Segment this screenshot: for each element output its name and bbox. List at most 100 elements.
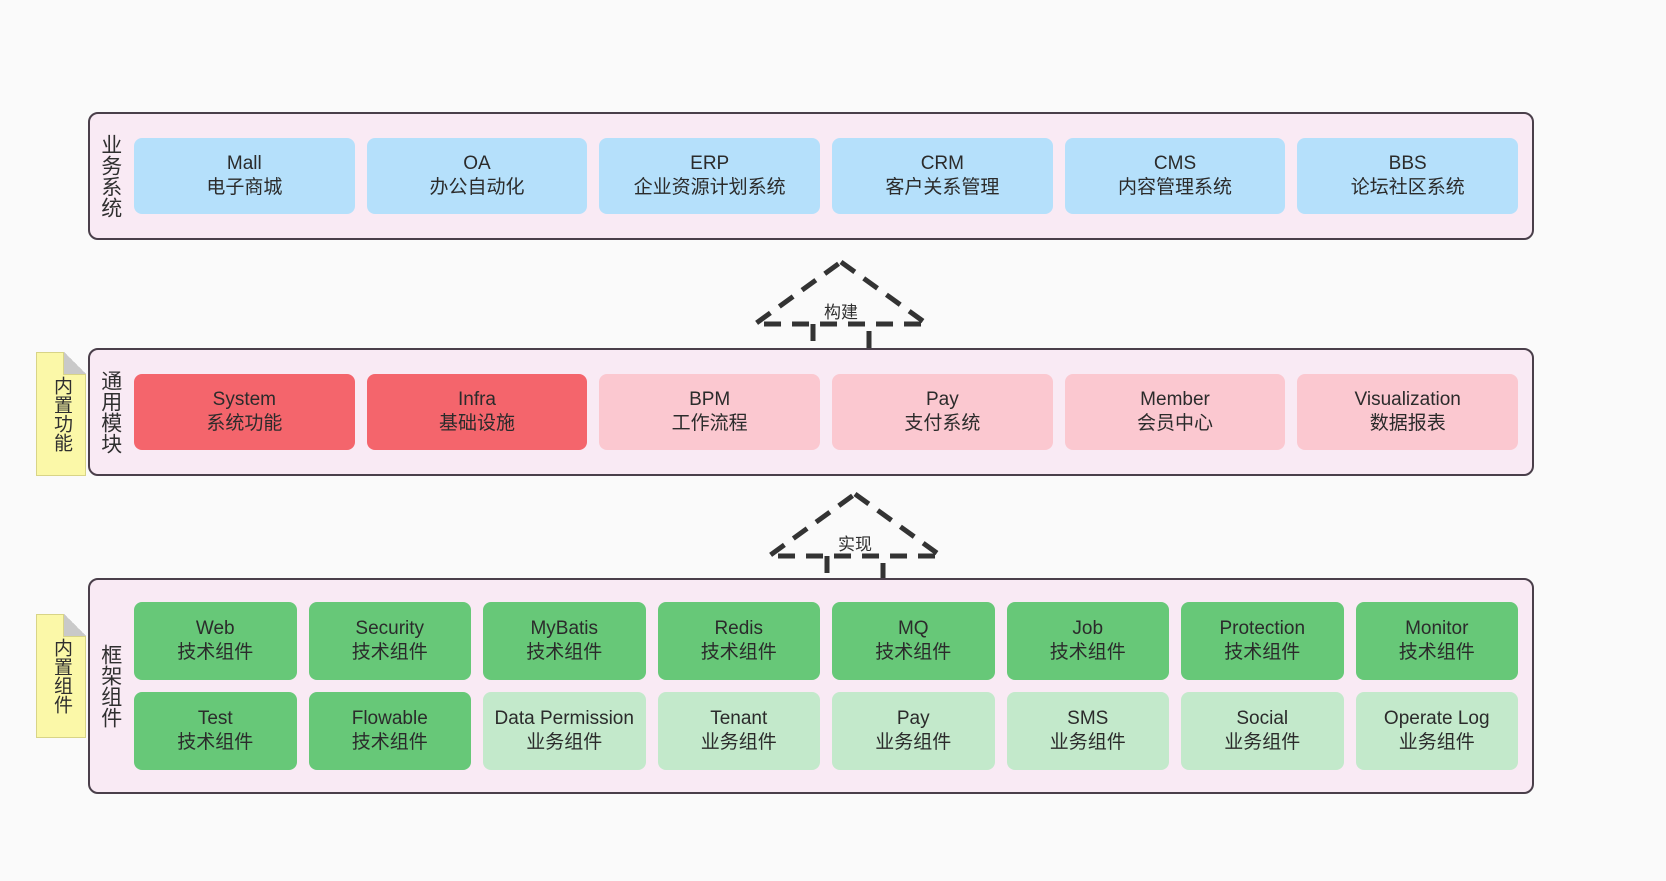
- framework-card-sms[interactable]: SMS 业务组件: [1006, 692, 1169, 770]
- framework-card-row-business: Test 技术组件 Flowable 技术组件 Data Permission …: [134, 692, 1518, 770]
- framework-card-pay[interactable]: Pay 业务组件: [832, 692, 995, 770]
- card-title-cn: 业务组件: [526, 732, 603, 753]
- framework-card-redis[interactable]: Redis 技术组件: [657, 602, 820, 680]
- card-title-cn: 论坛社区系统: [1350, 177, 1465, 198]
- layer-framework-component: 框架组件 Web 技术组件 Security 技术组件 MyBatis 技术组件…: [88, 578, 1534, 794]
- card-title-en: Infra: [457, 388, 497, 410]
- card-title-en: Job: [1072, 617, 1104, 639]
- card-title-cn: 会员中心: [1137, 413, 1214, 434]
- card-title-en: CRM: [920, 152, 964, 174]
- framework-card-row-tech: Web 技术组件 Security 技术组件 MyBatis 技术组件 Redi…: [134, 602, 1518, 680]
- card-title-cn: 数据报表: [1369, 413, 1446, 434]
- framework-card-data-permission[interactable]: Data Permission 业务组件: [483, 692, 646, 770]
- card-title-en: CMS: [1153, 152, 1197, 174]
- card-title-en: SMS: [1067, 707, 1109, 729]
- card-title-en: System: [212, 388, 277, 410]
- card-title-cn: 技术组件: [526, 642, 603, 663]
- card-title-en: Tenant: [710, 707, 768, 729]
- card-title-cn: 电子商城: [206, 177, 283, 198]
- framework-card-web[interactable]: Web 技术组件: [134, 602, 297, 680]
- connector-build-label: 构建: [824, 303, 858, 322]
- common-card-row: System 系统功能 Infra 基础设施 BPM 工作流程 Pay 支付系统…: [134, 374, 1519, 450]
- common-card-member[interactable]: Member 会员中心: [1064, 374, 1286, 450]
- card-title-cn: 内容管理系统: [1118, 177, 1233, 198]
- common-card-pay[interactable]: Pay 支付系统: [832, 374, 1053, 450]
- card-title-en: BBS: [1388, 152, 1427, 174]
- card-title-en: Protection: [1219, 617, 1306, 639]
- layer-title-common: 通用模块: [98, 370, 122, 454]
- card-title-cn: 办公自动化: [429, 177, 525, 198]
- layer-title-business: 业务系统: [98, 134, 122, 218]
- card-title-cn: 技术组件: [177, 642, 254, 663]
- card-title-cn: 技术组件: [1224, 642, 1301, 663]
- card-title-cn: 技术组件: [351, 642, 428, 663]
- framework-card-mq[interactable]: MQ 技术组件: [832, 602, 995, 680]
- card-title-en: Test: [197, 707, 233, 729]
- business-card-row: Mall 电子商城 OA 办公自动化 ERP 企业资源计划系统 CRM 客户关系…: [134, 138, 1519, 214]
- card-title-en: MQ: [897, 617, 929, 639]
- card-title-en: Redis: [714, 617, 764, 639]
- layer-body-common: System 系统功能 Infra 基础设施 BPM 工作流程 Pay 支付系统…: [130, 350, 1532, 474]
- card-title-cn: 支付系统: [904, 413, 981, 434]
- business-card-erp[interactable]: ERP 企业资源计划系统: [599, 138, 821, 214]
- business-card-bbs[interactable]: BBS 论坛社区系统: [1297, 138, 1519, 214]
- card-title-cn: 业务组件: [1398, 732, 1475, 753]
- layer-business-system: 业务系统 Mall 电子商城 OA 办公自动化 ERP 企业资源计划系统 CRM…: [88, 112, 1534, 240]
- card-title-en: Web: [195, 617, 235, 639]
- business-card-crm[interactable]: CRM 客户关系管理: [832, 138, 1053, 214]
- card-title-en: ERP: [690, 152, 730, 174]
- card-title-cn: 业务组件: [1224, 732, 1301, 753]
- card-title-en: BPM: [689, 388, 731, 410]
- framework-card-flowable[interactable]: Flowable 技术组件: [308, 692, 471, 770]
- card-title-cn: 技术组件: [1398, 642, 1475, 663]
- common-card-system[interactable]: System 系统功能: [134, 374, 355, 450]
- business-card-mall[interactable]: Mall 电子商城: [134, 138, 355, 214]
- common-card-visualization[interactable]: Visualization 数据报表: [1297, 374, 1519, 450]
- card-title-en: Visualization: [1354, 388, 1461, 410]
- card-title-cn: 基础设施: [439, 413, 516, 434]
- framework-card-security[interactable]: Security 技术组件: [308, 602, 471, 680]
- framework-card-mybatis[interactable]: MyBatis 技术组件: [483, 602, 646, 680]
- framework-card-operate-log[interactable]: Operate Log 业务组件: [1355, 692, 1518, 770]
- sticky-note-builtin-function: 内置功能: [36, 352, 86, 476]
- card-title-cn: 技术组件: [351, 732, 428, 753]
- card-title-en: Security: [355, 617, 425, 639]
- card-title-cn: 客户关系管理: [885, 177, 1000, 198]
- framework-card-test[interactable]: Test 技术组件: [134, 692, 297, 770]
- framework-card-protection[interactable]: Protection 技术组件: [1181, 602, 1344, 680]
- card-title-cn: 技术组件: [177, 732, 254, 753]
- framework-card-job[interactable]: Job 技术组件: [1006, 602, 1169, 680]
- card-title-cn: 技术组件: [875, 642, 952, 663]
- layer-common-module: 通用模块 System 系统功能 Infra 基础设施 BPM 工作流程 Pay…: [88, 348, 1534, 476]
- card-title-en: Operate Log: [1383, 707, 1490, 729]
- card-title-cn: 系统功能: [206, 413, 283, 434]
- card-title-cn: 技术组件: [700, 642, 777, 663]
- sticky-note-builtin-component: 内置组件: [36, 614, 86, 738]
- card-title-en: Flowable: [351, 707, 428, 729]
- card-title-en: Pay: [896, 707, 930, 729]
- card-title-cn: 工作流程: [671, 413, 748, 434]
- card-title-en: Member: [1140, 388, 1210, 410]
- card-title-en: Pay: [925, 388, 959, 410]
- card-title-en: Data Permission: [494, 707, 634, 729]
- card-title-cn: 业务组件: [1049, 732, 1126, 753]
- card-title-cn: 技术组件: [1049, 642, 1126, 663]
- card-title-en: Monitor: [1405, 617, 1469, 639]
- card-title-cn: 企业资源计划系统: [633, 177, 786, 198]
- card-title-en: MyBatis: [530, 617, 599, 639]
- business-card-oa[interactable]: OA 办公自动化: [366, 138, 588, 214]
- card-title-cn: 业务组件: [875, 732, 952, 753]
- common-card-bpm[interactable]: BPM 工作流程: [599, 374, 821, 450]
- framework-card-monitor[interactable]: Monitor 技术组件: [1355, 602, 1518, 680]
- card-title-cn: 业务组件: [700, 732, 777, 753]
- layer-body-framework: Web 技术组件 Security 技术组件 MyBatis 技术组件 Redi…: [130, 580, 1532, 792]
- layer-body-business: Mall 电子商城 OA 办公自动化 ERP 企业资源计划系统 CRM 客户关系…: [130, 114, 1532, 238]
- business-card-cms[interactable]: CMS 内容管理系统: [1064, 138, 1286, 214]
- card-title-en: Mall: [226, 152, 262, 174]
- layer-title-framework: 框架组件: [98, 644, 122, 728]
- common-card-infra[interactable]: Infra 基础设施: [366, 374, 588, 450]
- framework-card-tenant[interactable]: Tenant 业务组件: [657, 692, 820, 770]
- connector-realize-label: 实现: [838, 535, 872, 554]
- framework-card-social[interactable]: Social 业务组件: [1181, 692, 1344, 770]
